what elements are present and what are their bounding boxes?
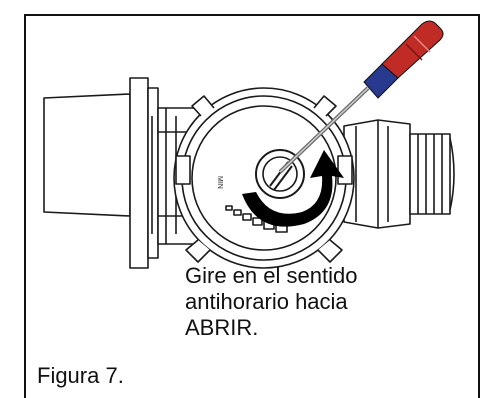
figure-frame xyxy=(24,14,480,398)
valve-illustration: MIN xyxy=(43,20,455,269)
outlet-threads xyxy=(409,133,455,215)
dial-label: MIN xyxy=(216,176,223,189)
figure-label: Figura 7. xyxy=(37,363,124,388)
inlet-body xyxy=(43,93,131,217)
screwdriver xyxy=(278,20,444,174)
counterclockwise-arrow-icon xyxy=(242,150,344,227)
inlet-flange xyxy=(129,77,149,269)
instruction-text: Gire en el sentido antihorario hacia ABR… xyxy=(185,263,358,340)
